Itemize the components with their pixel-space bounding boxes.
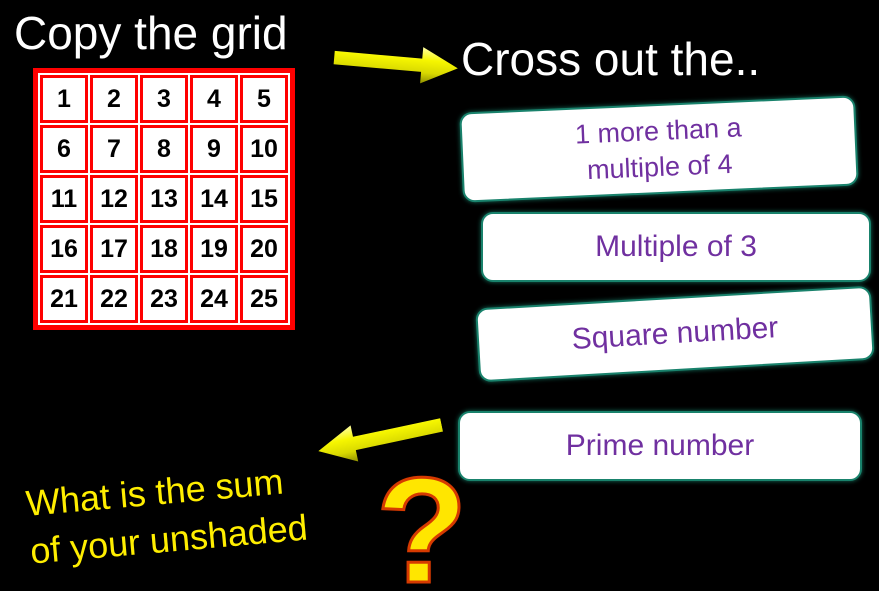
grid-cell: 3 — [140, 75, 188, 123]
card-label: Multiple of 3 — [595, 230, 757, 263]
grid-cell: 15 — [240, 175, 288, 223]
question-text: What is the sum of your unshaded — [24, 456, 309, 575]
card-prime-number: Prime number — [458, 411, 862, 481]
grid-cell: 22 — [90, 275, 138, 323]
grid-cell: 2 — [90, 75, 138, 123]
grid-cell: 9 — [190, 125, 238, 173]
grid-cell: 21 — [40, 275, 88, 323]
grid-cell: 8 — [140, 125, 188, 173]
grid-cell: 17 — [90, 225, 138, 273]
grid-cell: 24 — [190, 275, 238, 323]
grid-cell: 4 — [190, 75, 238, 123]
card-label: Prime number — [565, 429, 755, 462]
grid-cell: 14 — [190, 175, 238, 223]
grid-cell: 16 — [40, 225, 88, 273]
grid-cell: 23 — [140, 275, 188, 323]
card-square-number: Square number — [475, 285, 875, 383]
card-line: multiple of 4 — [586, 148, 734, 186]
grid-cell: 12 — [90, 175, 138, 223]
grid-cell: 10 — [240, 125, 288, 173]
title-cross-out-the: Cross out the.. — [461, 33, 761, 85]
arrow-left-icon — [318, 418, 444, 462]
question-mark: ? — [375, 446, 470, 591]
grid-cell: 1 — [40, 75, 88, 123]
card-label: Square number — [570, 311, 780, 356]
card-multiple-of-3: Multiple of 3 — [481, 212, 871, 282]
grid-cell: 6 — [40, 125, 88, 173]
grid-cell: 19 — [190, 225, 238, 273]
arrow-right-icon — [333, 47, 458, 84]
grid-cell: 20 — [240, 225, 288, 273]
card-one-more-than-multiple-of-4: 1 more than a multiple of 4 — [459, 95, 859, 203]
title-copy-the-grid: Copy the grid — [14, 7, 288, 59]
grid-cell: 18 — [140, 225, 188, 273]
grid-cell: 7 — [90, 125, 138, 173]
grid-cell: 25 — [240, 275, 288, 323]
grid-cell: 13 — [140, 175, 188, 223]
grid-cell: 5 — [240, 75, 288, 123]
grid-cell: 11 — [40, 175, 88, 223]
